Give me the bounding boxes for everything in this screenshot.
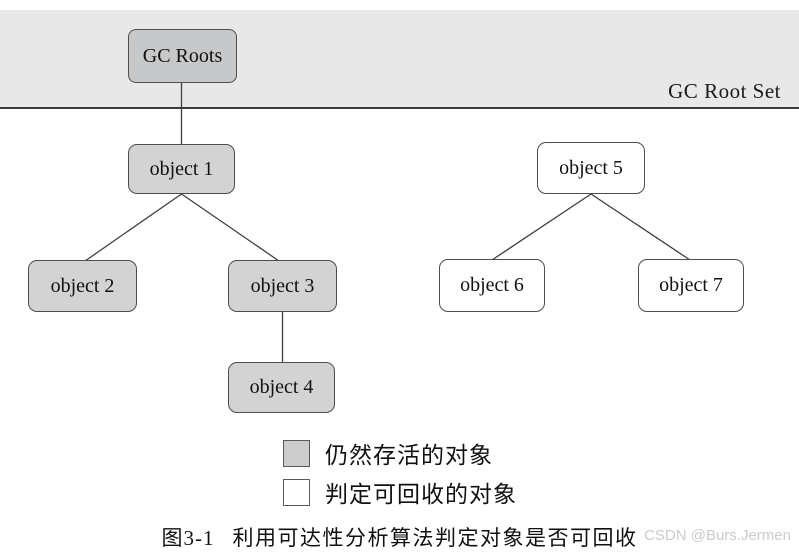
node-gc-roots-label: GC Roots [142,44,223,67]
figure-caption: 图3-1 利用可达性分析算法判定对象是否可回收 [0,522,799,552]
legend: 仍然存活的对象 判定可回收的对象 [283,436,517,514]
node-object-4-label: object 4 [249,376,314,398]
node-object-3: object 3 [228,260,337,312]
node-object-1-label: object 1 [149,157,214,180]
legend-item-alive: 仍然存活的对象 [283,436,517,470]
alive-swatch-icon [283,439,310,467]
legend-item-alive-label: 仍然存活的对象 [325,443,493,468]
legend-item-recyclable: 判定可回收的对象 [283,475,517,509]
node-object-7-label: object 7 [659,274,723,296]
node-object-1: object 1 [128,144,235,194]
edge-object1-object3 [181,193,280,262]
node-object-6-label: object 6 [460,274,524,296]
node-object-4: object 4 [228,362,335,413]
node-object-7: object 7 [638,259,744,312]
legend-item-recyclable-label: 判定可回收的对象 [325,482,517,507]
node-object-2-label: object 2 [50,274,115,297]
node-object-5: object 5 [537,142,645,194]
edge-object1-object2 [84,193,182,262]
node-gc-roots: GC Roots [128,29,237,83]
gc-root-set-label: GC Root Set [668,79,781,103]
edge-object5-object7 [590,193,691,261]
csdn-watermark: CSDN @Burs.Jermen [644,527,791,544]
figure-number: 图3-1 [161,526,215,550]
figure-title: 利用可达性分析算法判定对象是否可回收 [232,526,638,550]
edge-object5-object6 [491,193,592,261]
node-object-2: object 2 [28,260,137,312]
recyclable-swatch-icon [283,478,310,506]
node-object-3-label: object 3 [250,274,315,297]
node-object-6: object 6 [439,259,545,312]
node-object-5-label: object 5 [559,156,623,179]
